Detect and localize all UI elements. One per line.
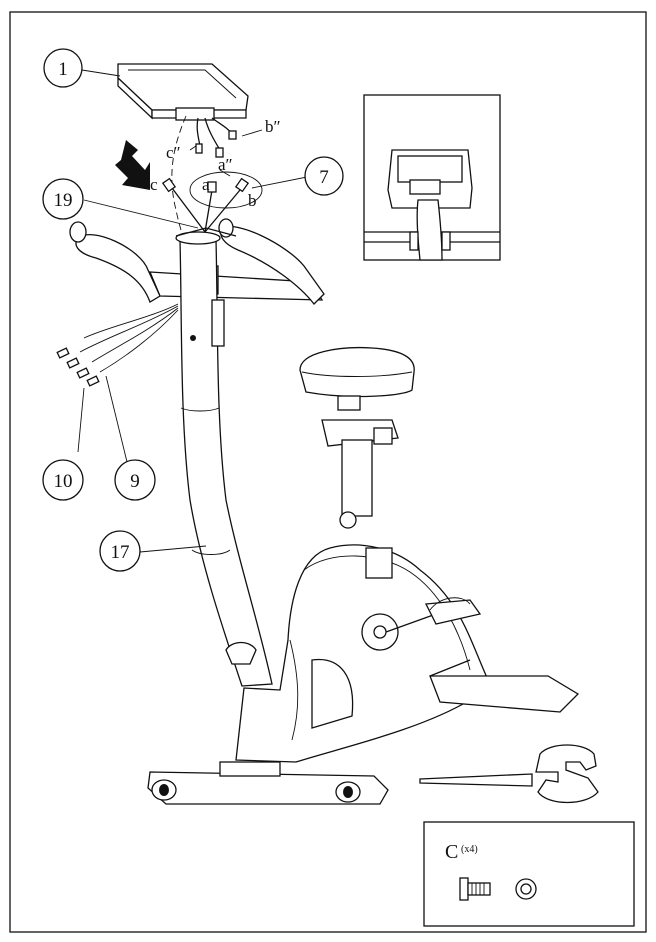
console-unit bbox=[117, 63, 249, 121]
pedal-assembly bbox=[225, 597, 482, 665]
svg-text:19: 19 bbox=[54, 190, 73, 211]
seat bbox=[299, 346, 415, 529]
washer-icon bbox=[515, 878, 537, 900]
hardware-qty: (x4) bbox=[461, 844, 478, 855]
callout-10: 10 bbox=[42, 459, 84, 501]
wire-label-b-double-prime: b″ bbox=[265, 117, 281, 136]
callout-1: 1 bbox=[43, 48, 83, 88]
wire-label-a-double-prime: a″ bbox=[218, 155, 233, 174]
front-stabilizer bbox=[147, 761, 389, 805]
svg-text:17: 17 bbox=[111, 542, 130, 563]
callout-17: 17 bbox=[99, 530, 141, 572]
hardware-box bbox=[423, 821, 635, 927]
wire-label-c-double-prime: c″ bbox=[166, 143, 181, 162]
harness-wires bbox=[56, 303, 179, 387]
callout-7: 7 bbox=[304, 156, 344, 196]
svg-text:1: 1 bbox=[58, 59, 68, 80]
down-arrow-icon bbox=[115, 140, 150, 190]
callout-9: 9 bbox=[114, 459, 156, 501]
post-wires bbox=[161, 171, 263, 233]
svg-text:9: 9 bbox=[130, 471, 140, 492]
page-border bbox=[9, 11, 647, 933]
flywheel-housing bbox=[235, 544, 489, 763]
hardware-code: C bbox=[445, 841, 458, 863]
console-cables bbox=[171, 115, 237, 301]
upright-post bbox=[175, 227, 273, 687]
wire-label-c: c bbox=[150, 175, 158, 194]
svg-text:7: 7 bbox=[319, 167, 329, 188]
svg-text:10: 10 bbox=[54, 471, 73, 492]
detail-inset bbox=[363, 94, 501, 261]
wire-label-a: a bbox=[202, 175, 210, 194]
screw-icon bbox=[459, 877, 491, 901]
wrench-icon bbox=[419, 744, 599, 804]
wire-label-b: b bbox=[248, 191, 257, 210]
rear-stabilizer bbox=[429, 659, 580, 713]
callout-19: 19 bbox=[42, 178, 84, 220]
